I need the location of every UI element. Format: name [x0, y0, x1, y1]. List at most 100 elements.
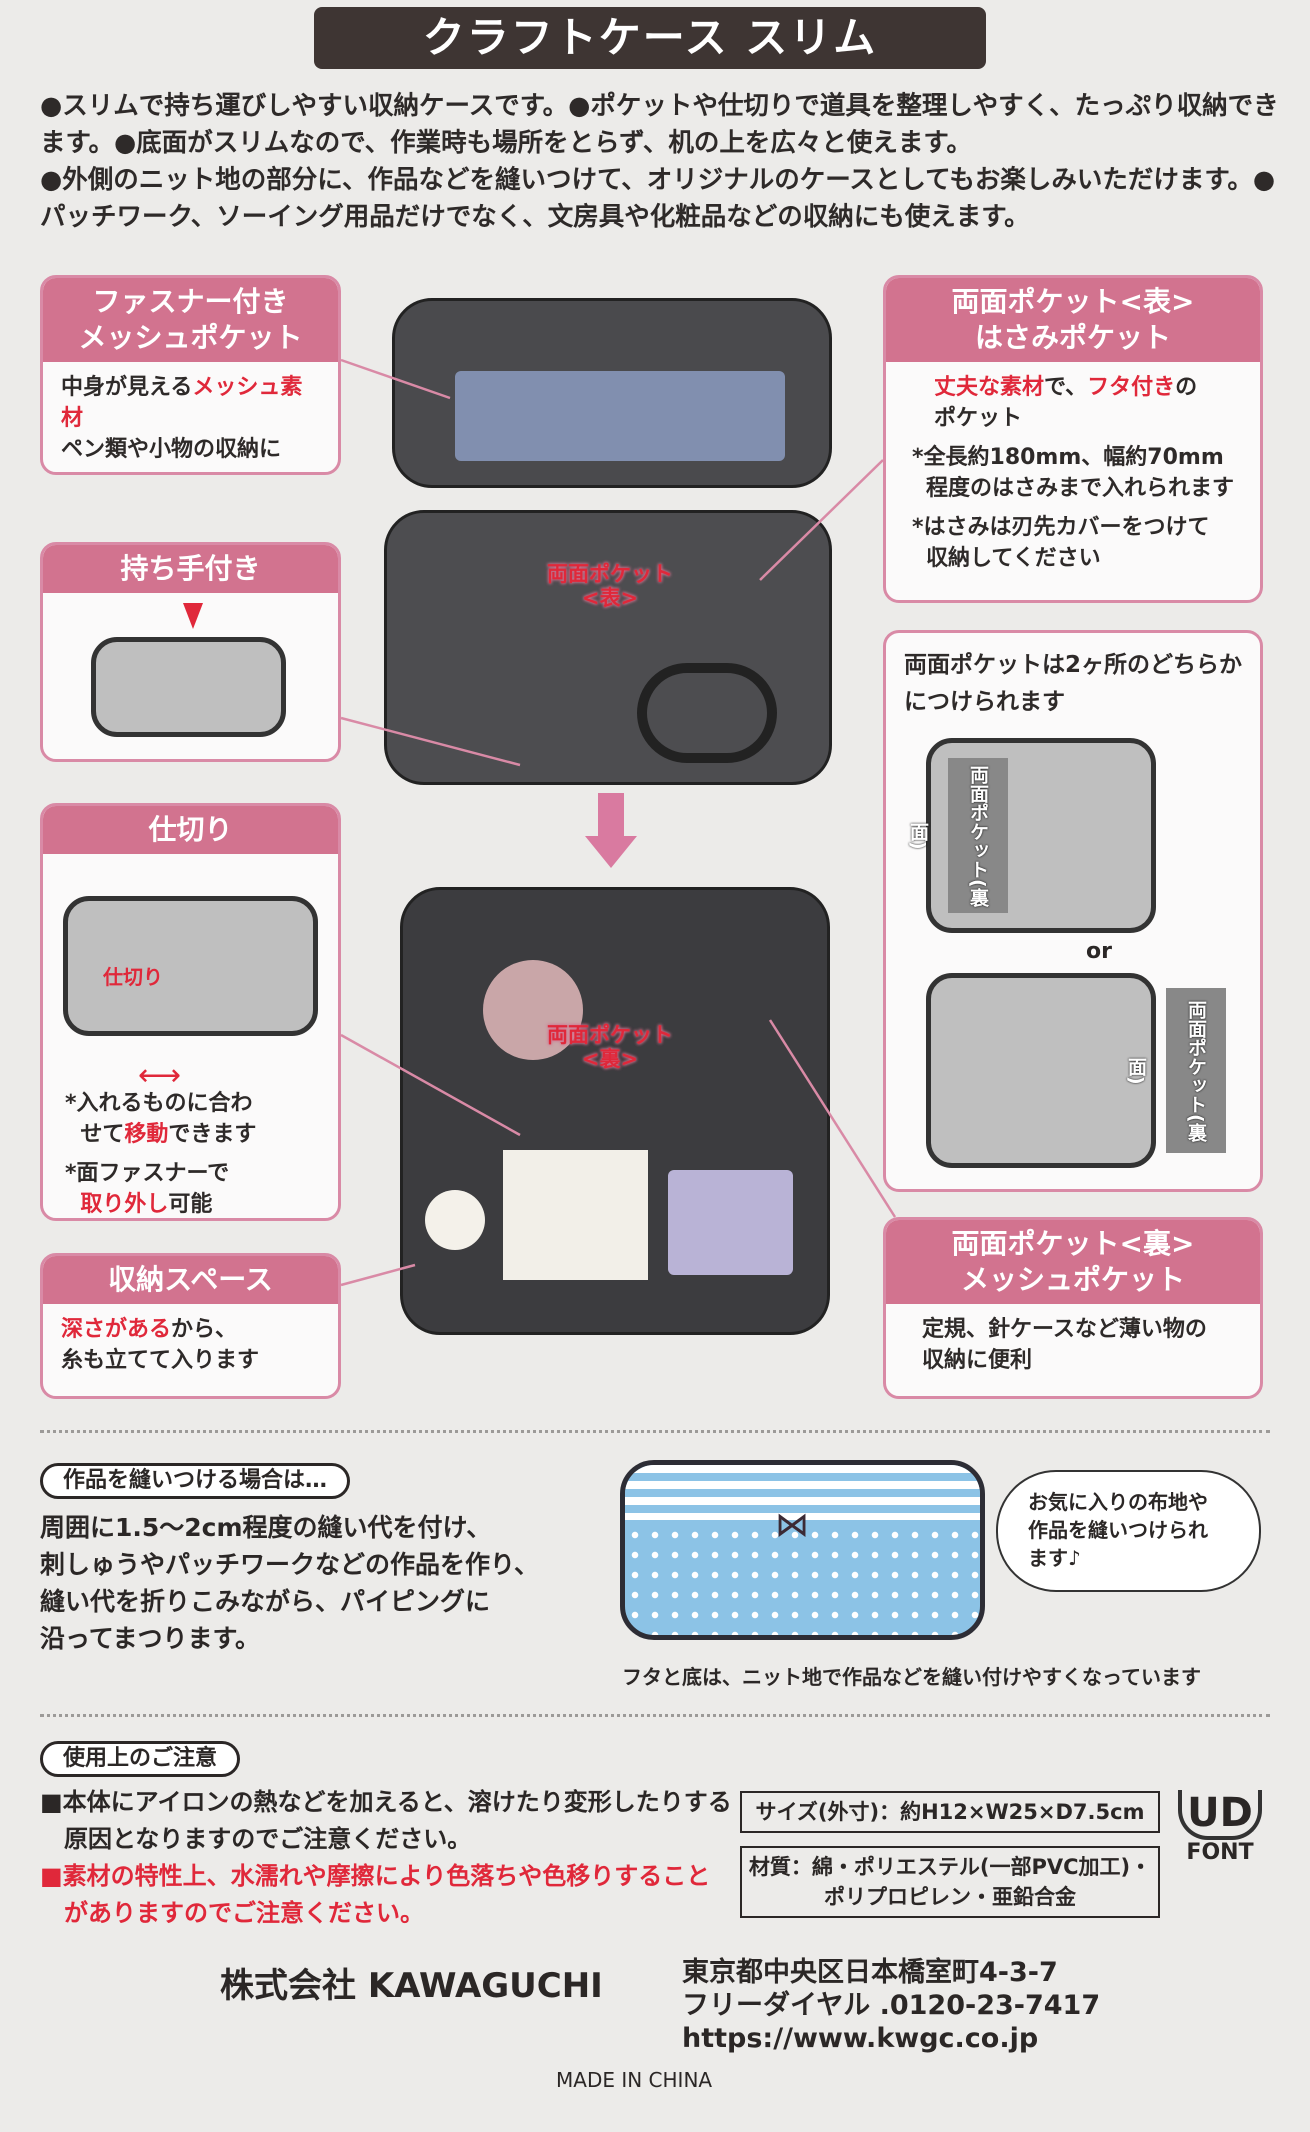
speech-bubble: お気に入りの布地や 作品を縫いつけられ ます♪ — [996, 1470, 1261, 1592]
intro-paragraph-1: ●スリムで持ち運びしやすい収納ケースです。●ポケットや仕切りで道具を整理しやすく… — [40, 91, 1279, 158]
divider-notes: *入れるものに合わ せて移動できます *面ファスナーで 取り外し可能 — [65, 1078, 335, 1218]
scissors-image — [637, 663, 777, 763]
text: *はさみは刃先カバーをつけて — [912, 515, 1210, 540]
thread-spool-image — [425, 1190, 485, 1250]
highlight: メッシュ素材 — [61, 375, 303, 431]
text: につけられます — [904, 689, 1065, 715]
back-pocket-card: 両面ポケット<裏>メッシュポケット 定規、針ケースなど薄い物の 収納に便利 — [883, 1217, 1263, 1399]
address: 東京都中央区日本橋室町4-3-7 — [682, 1957, 1058, 1988]
highlight: フタ付き — [1087, 375, 1176, 400]
or-text: or — [1086, 939, 1112, 964]
text: できます — [168, 1122, 257, 1147]
text: 両面ポケットは2ヶ所のどちらか — [904, 652, 1243, 678]
handle-title: 持ち手付き — [43, 545, 338, 593]
front-pocket-title: 両面ポケット<表>はさみポケット — [886, 278, 1260, 362]
text: ペン類や小物の収納に — [61, 437, 282, 462]
arrow-down-icon — [183, 603, 203, 629]
arrow-down-icon — [598, 793, 624, 838]
text: の — [1175, 375, 1198, 400]
highlight: 移動 — [124, 1122, 169, 1147]
text: 周囲に1.5～2cm程度の縫い代を付け、 — [40, 1513, 492, 1542]
company-name: 株式会社 KAWAGUCHI — [220, 1966, 603, 2006]
ud-font-logo: UD FONT — [1178, 1790, 1262, 1865]
pin-cushion-image — [503, 1150, 648, 1280]
text: 沿ってまつります。 — [40, 1624, 261, 1653]
position-b-illustration — [926, 973, 1156, 1168]
text: 刺しゅうやパッチワークなどの作品を作り、 — [40, 1550, 540, 1579]
back-pocket-body: 定規、針ケースなど薄い物の 収納に便利 — [886, 1304, 1260, 1386]
storage-body: 深さがあるから、 糸も立てて入ります — [43, 1304, 338, 1386]
highlight: 深さがある — [61, 1317, 172, 1342]
divider-line — [40, 1430, 1270, 1433]
intro-text: ●スリムで持ち運びしやすい収納ケースです。●ポケットや仕切りで道具を整理しやすく… — [40, 88, 1280, 236]
warning-text: ■素材の特性上、水濡れや摩擦により色落ちや色移りすること — [40, 1862, 711, 1890]
caution-notes: ■本体にアイロンの熱などを加えると、溶けたり変形したりする 原因となりますのでご… — [40, 1784, 740, 1932]
text: で、 — [1044, 375, 1088, 400]
product-title: クラフトケース スリム — [314, 7, 986, 69]
divider-title: 仕切り — [43, 806, 338, 854]
back-pocket-title: 両面ポケット<裏>メッシュポケット — [886, 1220, 1260, 1304]
pocket-position-card: 両面ポケットは2ヶ所のどちらか につけられます 両面ポケット(裏面) or 両面… — [883, 630, 1263, 1192]
text: ■本体にアイロンの熱などを加えると、溶けたり変形したりする — [40, 1788, 732, 1816]
mesh-pocket-body: 中身が見えるメッシュ素材 ペン類や小物の収納に — [43, 362, 338, 472]
text: 糸も立てて入ります — [61, 1348, 260, 1373]
pocket-label-b: 両面ポケット(裏面) — [1125, 988, 1226, 1153]
material-spec: 材質：綿・ポリエステル(一部PVC加工)・ ポリプロピレン・亜鉛合金 — [740, 1846, 1160, 1918]
front-pocket-body: 丈夫な素材で、フタ付きの ポケット *全長約180mm、幅約70mm 程度のはさ… — [886, 362, 1260, 584]
case-photo-open-top — [392, 298, 832, 488]
text: 作品を縫いつけられ — [1028, 1518, 1208, 1542]
text: 収納に便利 — [922, 1348, 1033, 1373]
arrow-head — [585, 836, 637, 868]
title-line: 両面ポケット<表> — [951, 285, 1195, 318]
text: 縫い代を折りこみながら、パイピングに — [40, 1587, 491, 1616]
text: 程度のはさみまで入れられます — [926, 476, 1235, 501]
title-line: はさみポケット — [974, 321, 1171, 354]
sewing-caption: フタと底は、ニット地で作品などを縫い付けやすくなっています — [622, 1665, 1201, 1689]
position-text: 両面ポケットは2ヶ所のどちらか につけられます — [886, 633, 1260, 731]
intro-paragraph-2: ●外側のニット地の部分に、作品などを縫いつけて、オリジナルのケースとしてもお楽し… — [40, 165, 1276, 232]
text: *面ファスナーで — [65, 1161, 230, 1186]
sewing-heading: 作品を縫いつける場合は… — [40, 1463, 351, 1499]
text: 材質：綿・ポリエステル(一部PVC加工)・ — [748, 1855, 1152, 1879]
text: *全長約180mm、幅約70mm — [912, 445, 1224, 470]
sewing-instructions: 周囲に1.5～2cm程度の縫い代を付け、 刺しゅうやパッチワークなどの作品を作り… — [40, 1509, 620, 1657]
front-pocket-label: 両面ポケット<表> — [545, 562, 675, 610]
handle-card: 持ち手付き — [40, 542, 341, 762]
stripe-band — [625, 1465, 980, 1520]
double-arrow-icon: ⟷ — [138, 1058, 182, 1093]
ribbon-bow-icon: ⋈ — [775, 1505, 809, 1545]
highlight: 取り外し — [80, 1192, 169, 1217]
back-pocket-label: 両面ポケット<裏> — [545, 1023, 675, 1071]
text: 中身が見える — [61, 375, 193, 400]
caution-heading: 使用上のご注意 — [40, 1741, 241, 1777]
website-link[interactable]: https://www.kwgc.co.jp — [682, 2023, 1039, 2054]
divider-illustration — [63, 896, 318, 1036]
text: ポケット — [934, 406, 1023, 431]
text: ます♪ — [1028, 1546, 1081, 1570]
divider-label: 仕切り — [103, 965, 163, 989]
text: 両面ポケット — [547, 562, 673, 586]
size-spec: サイズ(外寸)：約H12×W25×D7.5cm — [740, 1791, 1160, 1833]
pin-case-image — [668, 1170, 793, 1275]
text: <裏> — [581, 1047, 639, 1071]
title-line: 両面ポケット<裏> — [951, 1227, 1195, 1260]
text: 可能 — [168, 1192, 213, 1217]
text: ポリプロピレン・亜鉛合金 — [824, 1885, 1076, 1909]
origin-label: MADE IN CHINA — [556, 2068, 713, 2092]
company-contact: 東京都中央区日本橋室町4-3-7 フリーダイヤル .0120-23-7417 h… — [682, 1956, 1100, 2055]
title-line: ファスナー付き — [92, 285, 289, 318]
case-handle-illustration — [91, 637, 286, 737]
callout-lines — [340, 358, 897, 1287]
title-line: メッシュポケット — [78, 321, 303, 354]
text: 両面ポケット — [547, 1023, 673, 1047]
text: から、 — [171, 1317, 238, 1342]
pocket-label-a: 両面ポケット(裏面) — [907, 758, 1008, 913]
storage-title: 収納スペース — [43, 1256, 338, 1304]
text: 収納してください — [926, 546, 1101, 571]
case-photo-front-pocket — [384, 510, 832, 785]
mesh-pocket-card: ファスナー付きメッシュポケット 中身が見えるメッシュ素材 ペン類や小物の収納に — [40, 275, 341, 475]
decorated-case-illustration: ⋈ — [620, 1460, 985, 1640]
divider-card: 仕切り 仕切り ⟷ *入れるものに合わ せて移動できます *面ファスナーで 取り… — [40, 803, 341, 1221]
text: お気に入りの布地や — [1028, 1490, 1208, 1514]
mesh-pocket-title: ファスナー付きメッシュポケット — [43, 278, 338, 362]
